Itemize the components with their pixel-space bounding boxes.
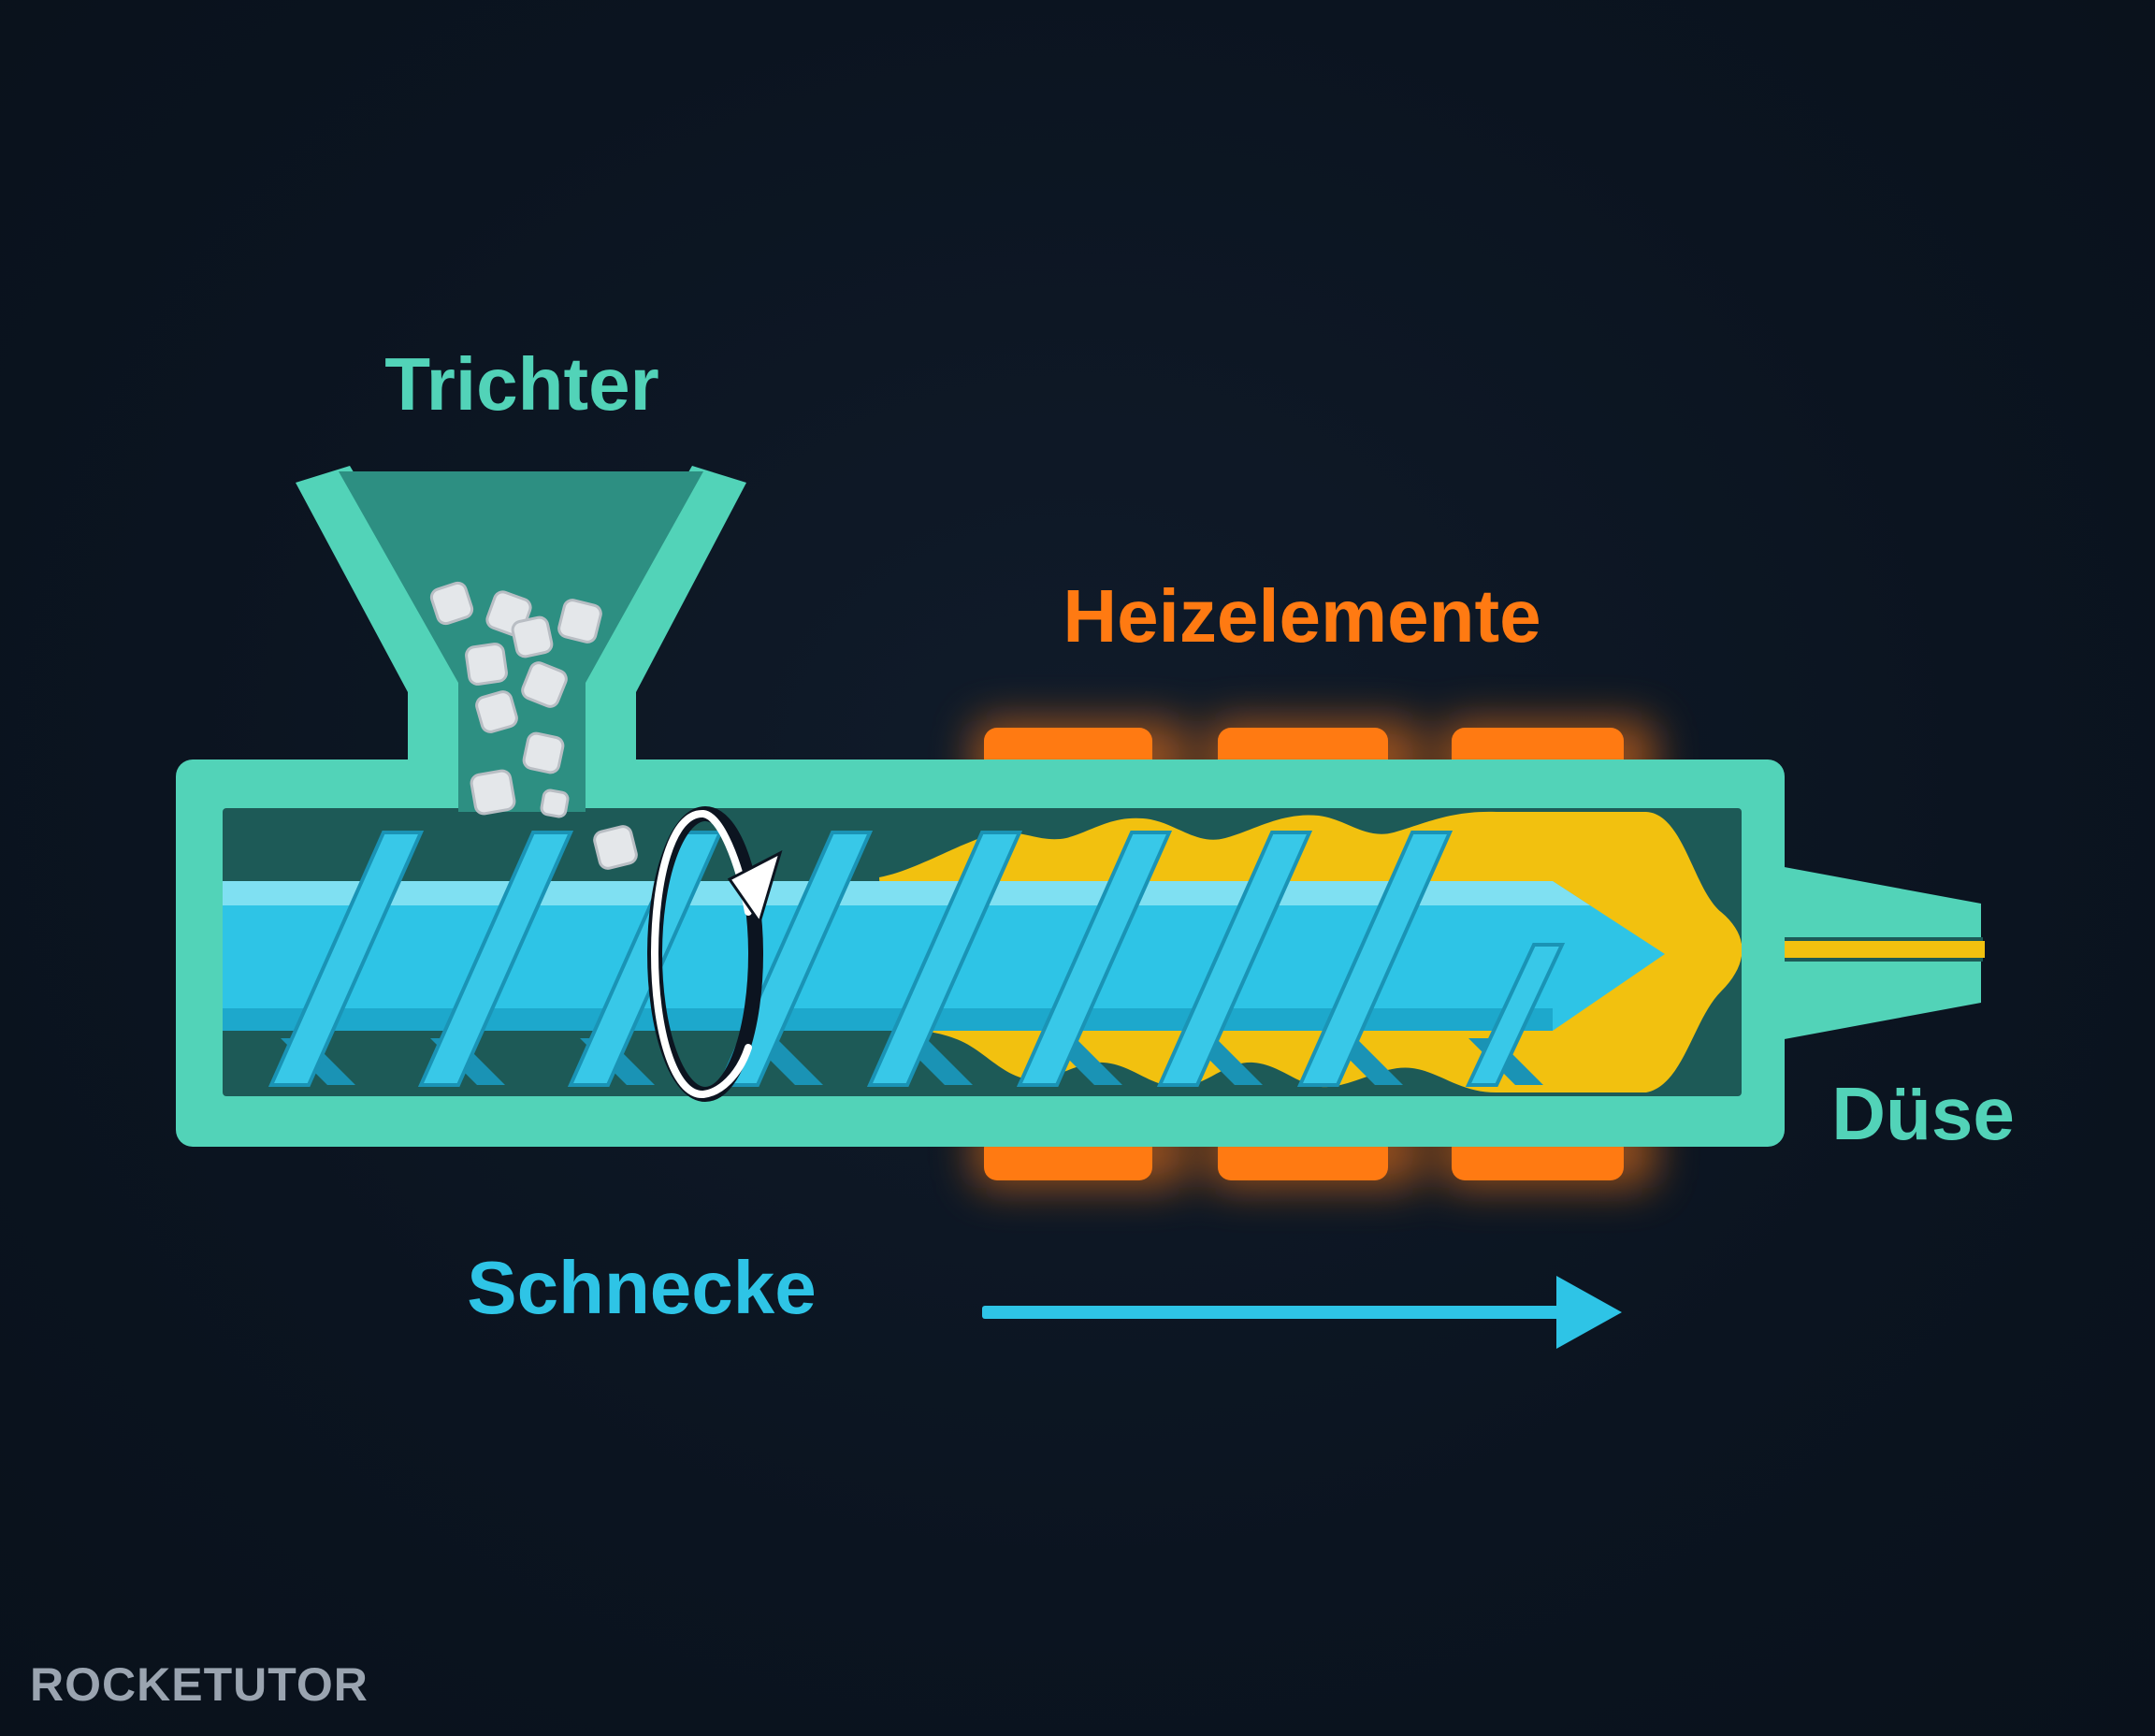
screw [223,831,1665,1087]
nozzle-label: Düse [1831,1072,2015,1155]
screw-label: Schnecke [467,1246,817,1329]
heater-label: Heizelemente [1063,574,1540,658]
brand-logo: ROCKETUTOR [30,1658,369,1711]
hopper [296,466,746,812]
rotation-arrow-icon [647,806,783,1102]
hopper-label: Trichter [384,342,658,426]
plastic-pellets [429,581,638,870]
arrow-right-icon [982,1276,1622,1349]
